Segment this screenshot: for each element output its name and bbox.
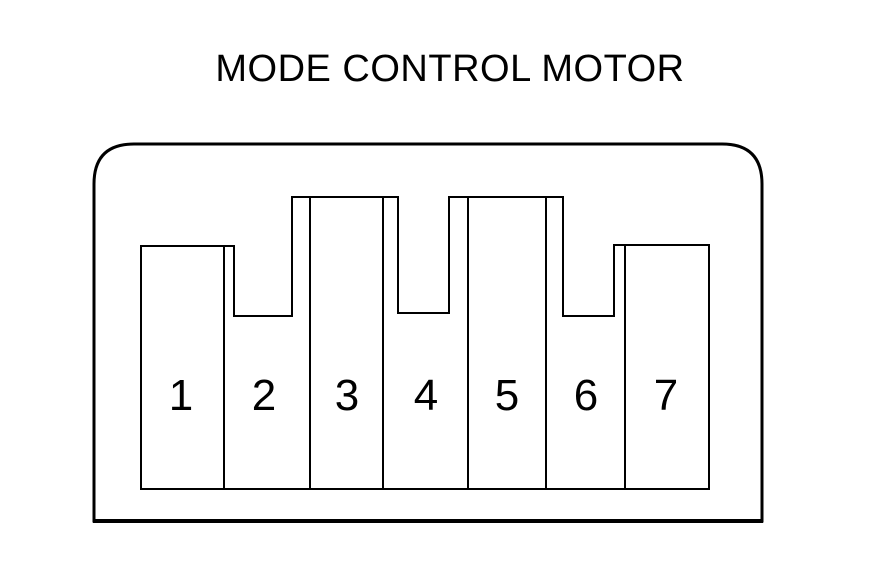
connector-housing-outline [92,142,764,523]
pin-2-label: 2 [252,371,276,420]
pin-labels: 1 2 3 4 5 6 7 [169,371,678,420]
pin-cavity-profile [140,196,710,490]
pin-6-label: 6 [574,371,598,420]
pin-5-label: 5 [495,371,519,420]
pin-4-label: 4 [414,371,438,420]
pin-7-label: 7 [654,371,678,420]
pin-3-label: 3 [335,371,359,420]
pin-1-label: 1 [169,371,193,420]
diagram-title: MODE CONTROL MOTOR [215,48,685,90]
